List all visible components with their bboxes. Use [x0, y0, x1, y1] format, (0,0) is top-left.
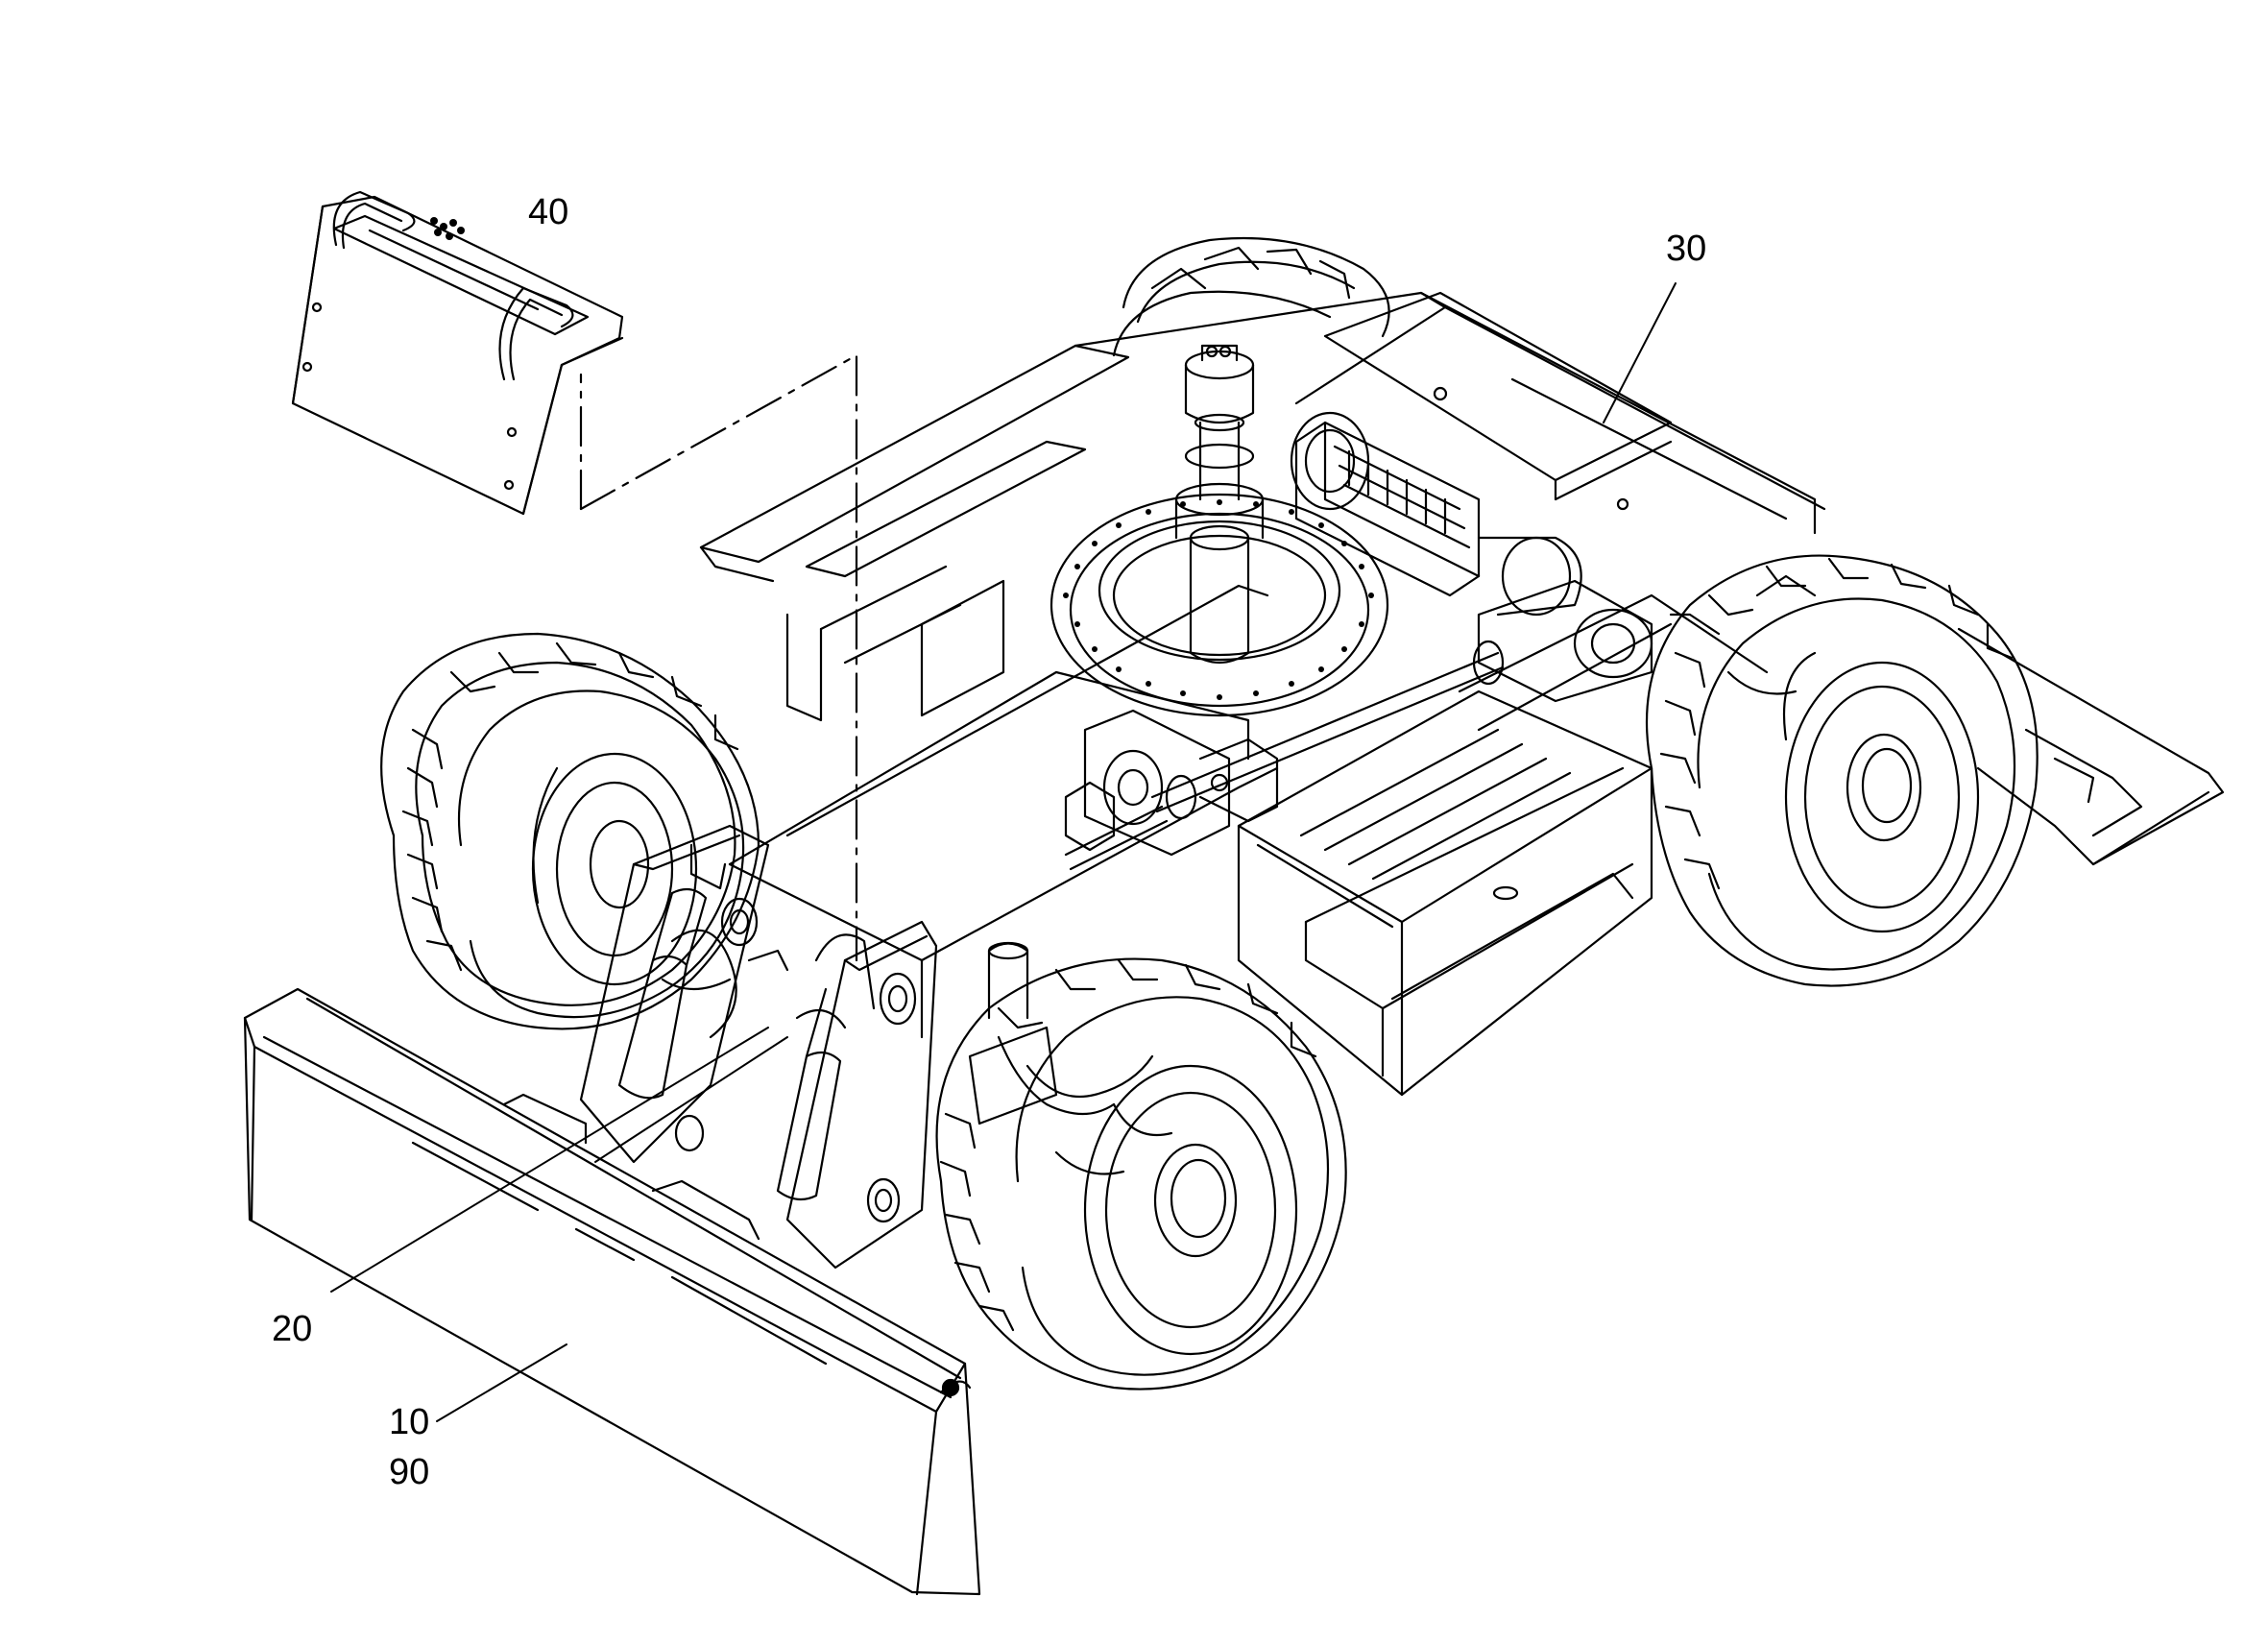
leader-20b [594, 1036, 788, 1163]
callout-20: 20 [272, 1309, 313, 1349]
assembly-dashed-lines [579, 353, 858, 962]
leader-20a [330, 1027, 769, 1293]
wheel-front-right [935, 941, 1347, 1391]
part-30-frame [699, 291, 2225, 1097]
part-10-dozer-blade [243, 987, 981, 1596]
slewing-ring [1050, 344, 1389, 717]
wheel-top-left [1112, 236, 1390, 357]
handle-left-icon [332, 190, 416, 247]
leader-10 [436, 1343, 567, 1422]
leader-lines [330, 282, 1677, 1422]
part-40-hood [291, 190, 624, 516]
wheel-rear-right [1646, 554, 2039, 987]
callout-90: 90 [389, 1452, 430, 1492]
part-20-dozer-linkage [579, 824, 938, 1270]
leader-30 [1603, 282, 1677, 423]
wheel-front-left [380, 632, 760, 1030]
handle-right-icon [498, 286, 574, 381]
hydraulic-motor [1064, 411, 1653, 871]
callout-30: 30 [1666, 229, 1707, 269]
callout-10: 10 [389, 1402, 430, 1442]
callout-40: 40 [528, 192, 569, 232]
callout-group-10-90: 10 90 [389, 1404, 429, 1504]
logo-dots-icon [430, 217, 465, 240]
